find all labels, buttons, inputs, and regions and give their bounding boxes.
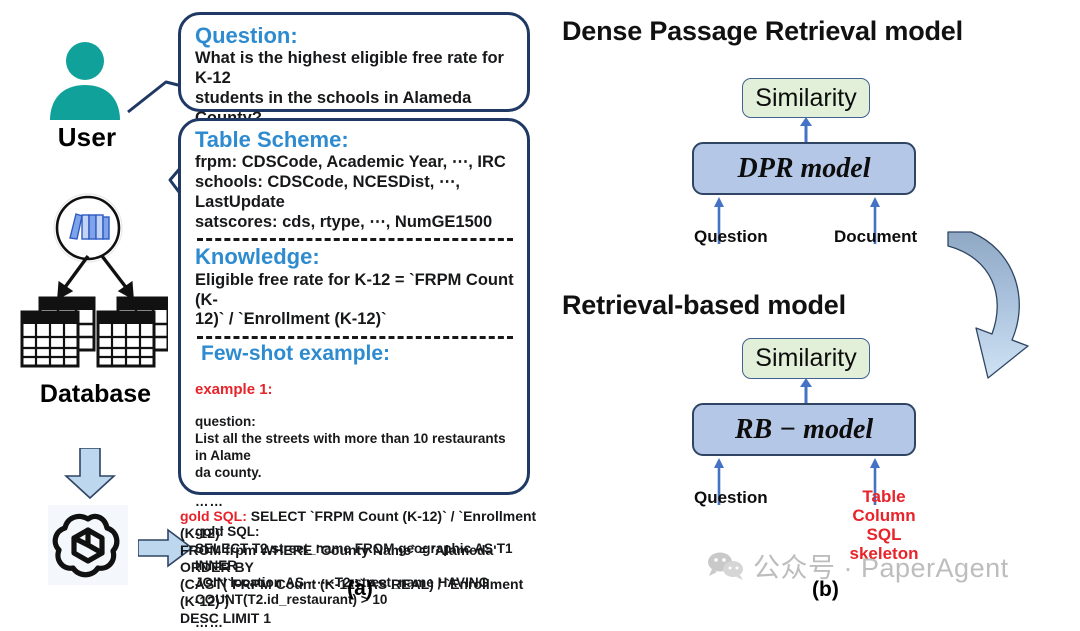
table-scheme-line-3: satscores: cds, rtype, ⋯, NumGE1500	[195, 212, 493, 231]
example-question-line-2: da county.	[195, 465, 262, 481]
watermark: 公众号 · PaperAgent	[706, 546, 1009, 585]
database-label: Database	[39, 380, 152, 408]
knowledge-line-1: Eligible free rate for K-12 = `FRPM Coun…	[195, 270, 514, 309]
dpr-document-arrow-icon	[866, 196, 884, 244]
down-arrow-icon	[60, 447, 120, 500]
dpr-question-arrow-icon	[710, 196, 728, 244]
gold-sql-output: gold SQL: SELECT `FRPM Count (K-12)` / `…	[180, 508, 540, 628]
divider-1	[197, 238, 513, 242]
example-gold-sql-label: gold SQL:	[195, 524, 260, 540]
knowledge-heading: Knowledge:	[195, 244, 320, 270]
dpr-up-arrow-icon	[797, 116, 815, 144]
watermark-text: 公众号 · PaperAgent	[753, 553, 1009, 583]
rb-up-arrow-icon	[797, 377, 815, 405]
few-shot-heading: Few-shot example:	[201, 342, 391, 366]
gold-sql-output-label: gold SQL:	[180, 508, 247, 524]
rb-similarity-label: Similarity	[755, 344, 857, 372]
question-heading: Question:	[195, 23, 298, 48]
dpr-section-title: Dense Passage Retrieval model	[562, 16, 963, 46]
gold-sql-output-line-3: (CAST(`FRPM Count (K-12)` AS REAL) / `En…	[180, 576, 524, 610]
example-question-label: question:	[195, 414, 256, 430]
rb-question-label: Question	[694, 488, 768, 507]
dpr-model-node: DPR model	[692, 142, 916, 195]
rb-model-label: RB − model	[734, 413, 874, 445]
question-bubble: Question: What is the highest eligible f…	[178, 12, 530, 127]
example-question-line-1: List all the streets with more than 10 r…	[195, 431, 506, 464]
example-ellipsis-1: ……	[195, 493, 224, 509]
rb-input-table: Table	[862, 487, 906, 506]
gold-sql-output-line-4: DESC LIMIT 1	[180, 610, 272, 627]
dpr-similarity-label: Similarity	[755, 83, 857, 112]
curved-down-arrow-icon	[936, 228, 1068, 388]
question-line-1: What is the highest eligible free rate f…	[195, 49, 504, 88]
right-arrow-icon	[137, 528, 194, 568]
database-tables-icon	[18, 296, 170, 378]
example-gold-sql-line-2: JOIN location AS ⋯⋯T2.street_name HAVING	[195, 575, 490, 591]
subfigure-label-a: (a)	[347, 577, 373, 600]
gold-sql-line-1: gold SQL: SELECT `FRPM Count (K-12)` / `…	[180, 508, 540, 542]
rb-input-sql-skeleton: SQL skeleton	[849, 525, 919, 564]
dpr-similarity-node: Similarity	[742, 78, 870, 118]
dpr-question-label: Question	[694, 227, 768, 246]
rb-model-node: RB − model	[692, 403, 916, 456]
user-avatar-icon	[40, 40, 130, 120]
openai-logo-icon	[48, 505, 128, 585]
prompt-bubble: Table Scheme: frpm: CDSCode, Academic Ye…	[178, 118, 530, 630]
rb-similarity-node: Similarity	[742, 338, 870, 379]
table-scheme-line-1: frpm: CDSCode, Academic Year, ⋯, IRC	[195, 153, 506, 172]
example-gold-sql-line-3: COUNT(T2.id_restaurant) > 10	[195, 592, 388, 608]
rb-input-column: Column	[852, 506, 916, 526]
user-label: User	[57, 122, 117, 152]
subfigure-label-b: (b)	[812, 578, 839, 601]
divider-2	[197, 336, 513, 340]
example-gold-sql-line-1: SELECT T2.street_name FROM geographic AS…	[195, 541, 513, 574]
rb-question-arrow-icon	[710, 457, 728, 505]
wechat-icon	[708, 552, 743, 580]
dpr-model-label: DPR model	[737, 152, 871, 184]
example-label: example 1:	[195, 381, 273, 399]
dpr-document-label: Document	[834, 227, 918, 246]
table-scheme-heading: Table Scheme:	[195, 127, 349, 152]
books-knowledge-icon	[48, 190, 128, 270]
gold-sql-output-line-2: FROM frpm WHERE `County Name` = 'Alameda…	[180, 542, 497, 576]
rb-table-inputs: Table Column SQL skeleton	[838, 487, 930, 563]
gold-sql-output-line-1: SELECT `FRPM Count (K-12)` / `Enrollment…	[180, 508, 537, 542]
rb-section-title: Retrieval-based model	[562, 290, 846, 320]
books-to-database-arrows	[36, 252, 156, 306]
knowledge-line-2: 12)` / `Enrollment (K-12)`	[195, 310, 387, 329]
rb-table-arrow-icon	[866, 457, 884, 505]
table-scheme-line-2: schools: CDSCode, NCESDist, ⋯, LastUpdat…	[195, 173, 460, 211]
